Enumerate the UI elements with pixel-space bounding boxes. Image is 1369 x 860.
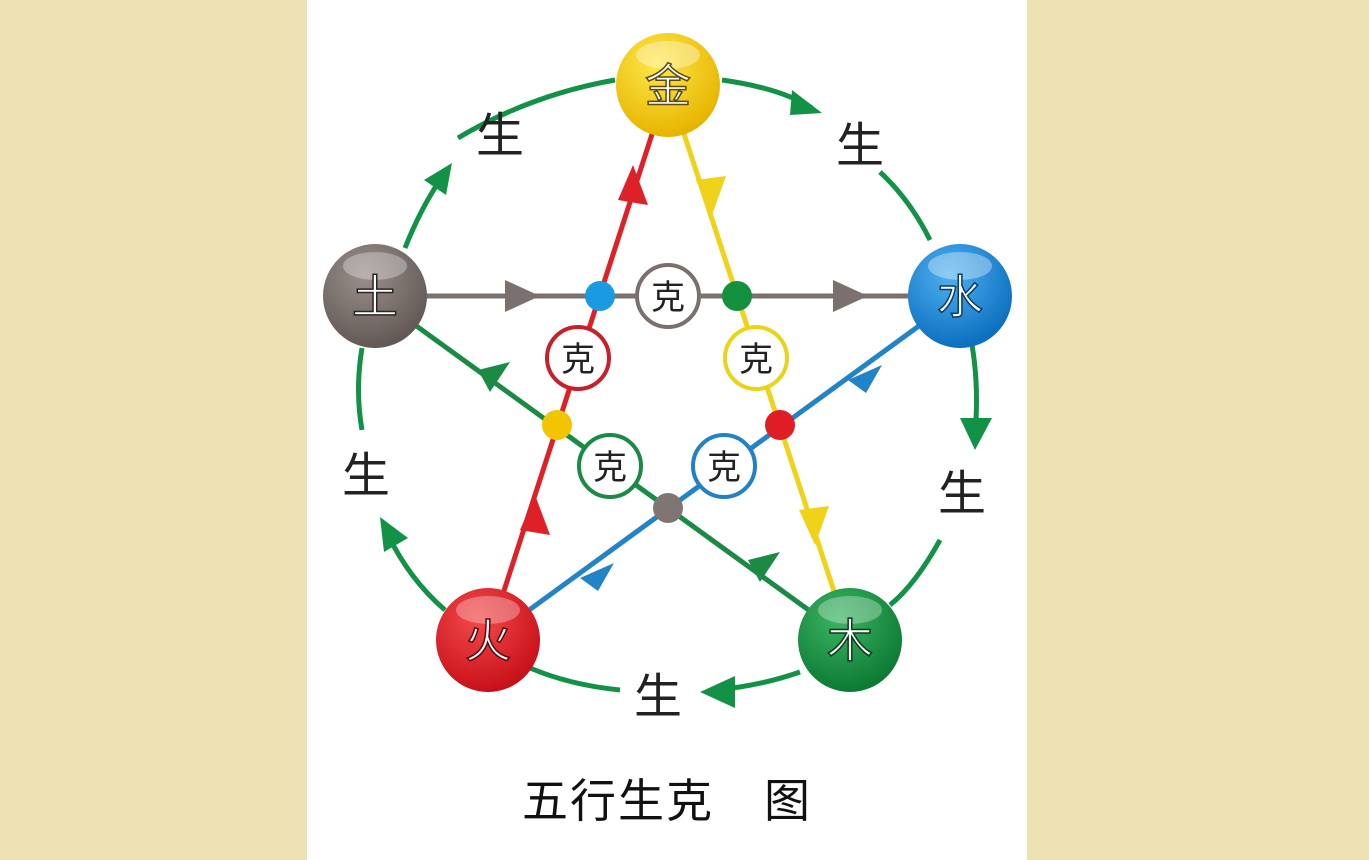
svg-text:水: 水	[937, 270, 983, 324]
svg-text:克: 克	[561, 340, 595, 380]
arrow-metal-water	[790, 90, 822, 115]
svg-text:木: 木	[827, 614, 873, 668]
svg-text:克: 克	[707, 448, 741, 488]
sheng-metal-water: 生	[836, 118, 884, 174]
ke-label-metal-wood: 克	[723, 325, 789, 391]
svg-text:克: 克	[739, 340, 773, 380]
ke-label-fire-metal: 克	[545, 325, 611, 391]
svg-text:火: 火	[465, 614, 511, 668]
sheng-wood-fire: 生	[634, 669, 682, 725]
node-wood: 木	[798, 588, 902, 692]
caption-suffix: 图	[764, 774, 812, 828]
arrow-water-wood	[960, 418, 992, 450]
arrow-wood-fire	[700, 676, 735, 708]
node-fire: 火	[436, 588, 540, 692]
ke-label-water-fire: 克	[691, 433, 757, 499]
svg-text:克: 克	[651, 278, 685, 318]
diagram-panel	[307, 0, 1027, 860]
overcoming-labels: 克 克 克 克 克	[545, 263, 789, 499]
node-water: 水	[908, 244, 1012, 348]
svg-text:金: 金	[645, 59, 691, 113]
generating-labels: 生 生 生 生 生	[342, 108, 986, 725]
node-metal: 金	[616, 33, 720, 137]
svg-text:克: 克	[593, 448, 627, 488]
overcoming-arrowheads	[478, 165, 882, 591]
diagram-caption: 五行生克图	[307, 765, 1027, 831]
sheng-earth-metal: 生	[476, 108, 524, 164]
arrow-earth-metal	[424, 163, 452, 195]
ke-label-earth-water: 克	[635, 263, 701, 329]
intersection-dots	[542, 281, 795, 523]
node-earth: 土	[323, 244, 427, 348]
arrow-fire-earth	[380, 517, 408, 552]
sheng-fire-earth: 生	[342, 448, 390, 504]
sheng-water-wood: 生	[938, 466, 986, 522]
svg-text:土: 土	[352, 270, 398, 324]
ke-label-wood-earth: 克	[577, 433, 643, 499]
caption-main: 五行生克	[522, 774, 714, 828]
element-nodes: 金 水 木 火 土	[323, 33, 1012, 692]
generating-arrowheads	[380, 90, 992, 708]
